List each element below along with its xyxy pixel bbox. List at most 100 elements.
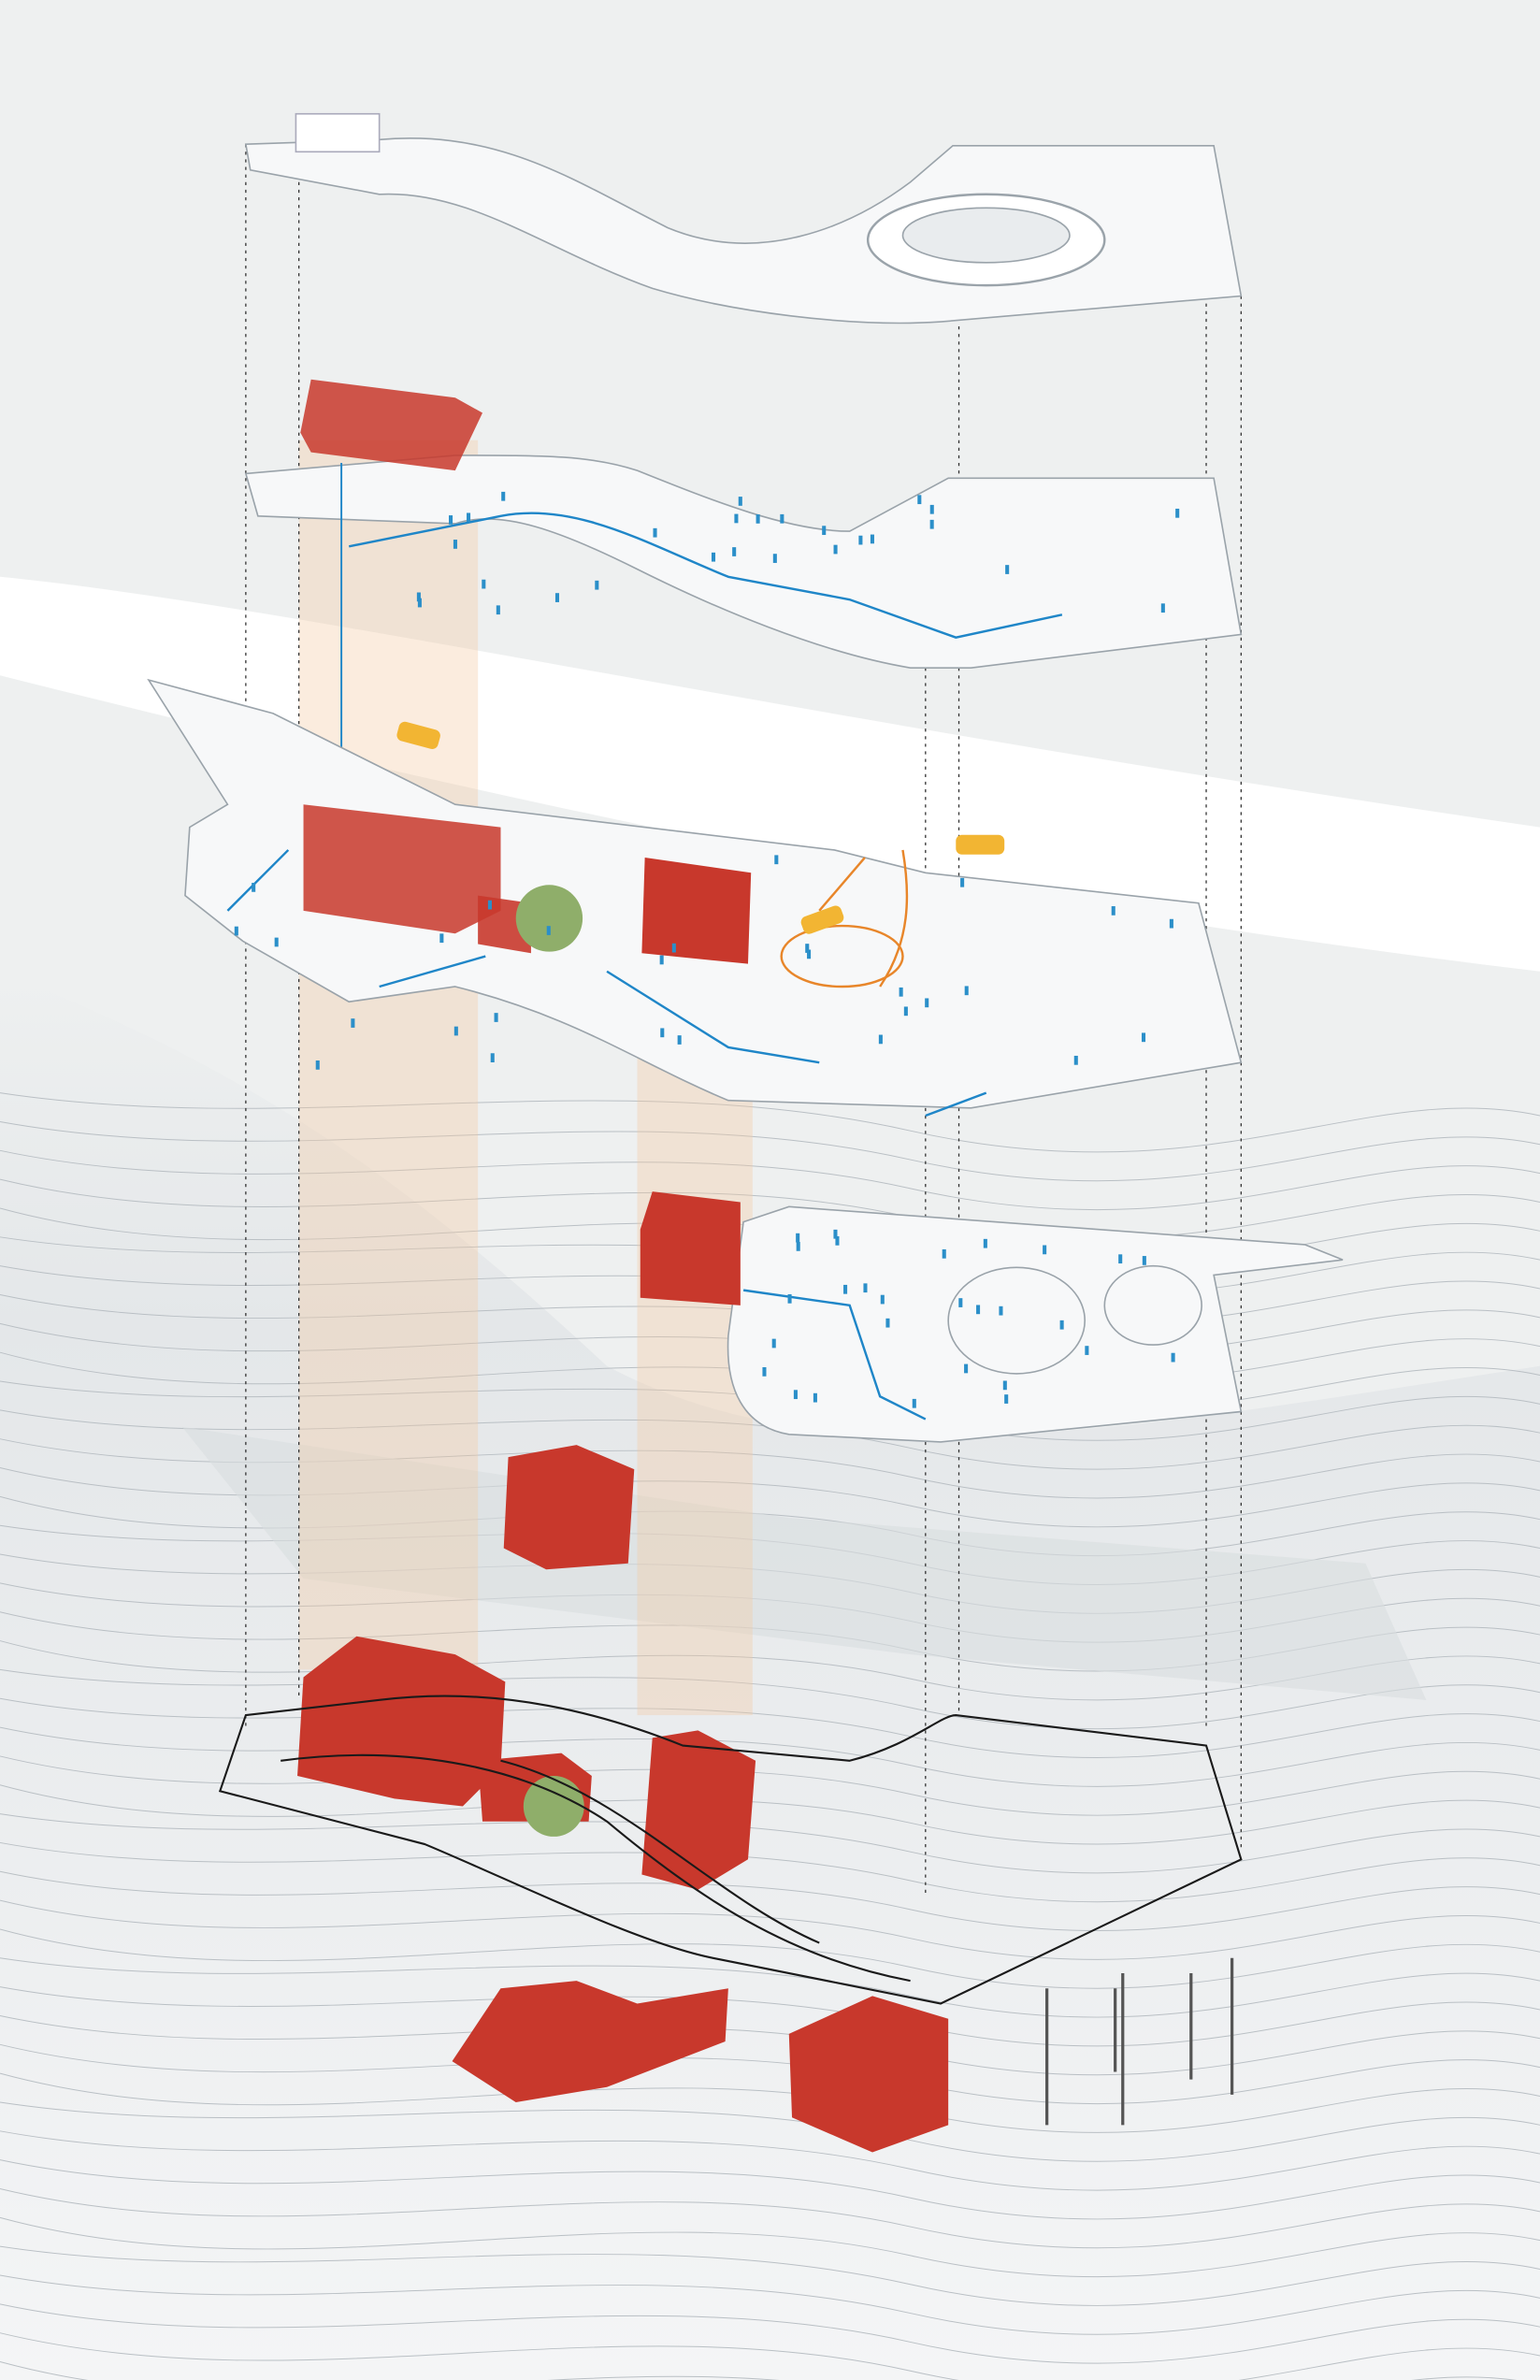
person-figure [793,1390,798,1400]
contour-line [0,2303,1540,2364]
person-figure [1059,1320,1064,1330]
person-figure [880,1294,885,1305]
person-figure [711,552,716,562]
person-figure [756,514,760,524]
person-figure [671,943,676,953]
contour-line [0,2188,1540,2249]
contour-line [0,1957,1540,2018]
person-figure [805,944,810,953]
heritage-building [452,1981,728,2102]
office-level [244,379,1243,805]
person-figure [1142,1256,1146,1265]
person-figure [885,1318,890,1328]
person-figure [1175,508,1180,518]
contour-line [0,2274,1540,2335]
heritage-building [503,1445,635,1570]
person-figure [925,998,929,1008]
person-figure [494,1013,498,1022]
contour-line [0,1726,1540,1787]
person-figure [807,949,812,959]
office-plate [244,454,1243,669]
lower-circulation-path [742,1289,927,1421]
vehicle-path [818,849,909,988]
taxi [800,905,844,934]
person-figure [439,933,444,944]
auditorium [947,1266,1087,1375]
person-figure [734,513,739,524]
person-figure [274,937,279,947]
office-circulation-path [348,512,1063,639]
person-figure [796,1233,800,1243]
person-figure [863,1283,868,1293]
contour-line [0,1409,1540,1470]
person-figure [1160,603,1165,613]
person-figure [1043,1245,1047,1255]
tree [515,885,583,952]
person-figure [595,580,599,590]
contour-line [0,2130,1540,2191]
person-figure [417,598,422,608]
track-inner [901,207,1071,264]
person-figure [1004,1394,1009,1404]
person-figure [482,579,486,589]
person-figure [677,1035,682,1045]
person-figure [787,1293,792,1304]
support-columns [1045,1957,1234,2126]
person-figure [416,592,421,602]
heritage-building [641,858,752,964]
person-figure [976,1305,981,1315]
person-figure [467,512,471,523]
auditorium [1103,1264,1202,1346]
plaza-circulation-path [226,849,987,1118]
contour-line [0,1841,1540,1903]
taxi [396,721,440,749]
person-figure [870,534,874,544]
person-figure [917,495,922,505]
person-figure [554,593,559,602]
person-figure [942,1248,946,1259]
person-figure [929,504,934,514]
person-figure [660,1028,665,1038]
contour-line [0,2332,1540,2380]
person-figure [999,1305,1003,1316]
contour-line [0,1149,1540,1211]
person-figure [899,987,903,997]
contour-line [0,1668,1540,1730]
person-figure [903,1006,908,1017]
person-figure [453,540,457,549]
contour-line [0,1092,1540,1153]
person-figure [822,526,827,536]
person-figure [929,519,934,529]
person-figure [487,900,492,910]
contour-line [0,1870,1540,1932]
person-figure [1073,1055,1078,1065]
lower-level [640,1191,1344,1443]
person-figure [496,605,500,615]
person-figure [858,535,863,545]
person-figure [796,1242,800,1251]
person-figure [738,497,742,506]
site-outline [218,1695,1243,2005]
person-figure [771,1338,776,1349]
person-figure [351,1018,355,1028]
taxi [956,834,1005,855]
contour-line [0,1784,1540,1845]
plaza-level [147,678,1243,1118]
terrain-shadow [181,1426,1427,1700]
person-figure [958,1298,963,1307]
person-figure [653,527,657,538]
person-figure [659,955,664,965]
tree [523,1776,584,1837]
contour-line [0,1813,1540,1874]
person-figure [813,1392,817,1403]
person-figure [732,547,737,556]
people-figures [234,491,1180,1408]
heritage-building [788,1996,949,2153]
person-figure [960,877,965,887]
heritage-building [300,379,483,471]
person-figure [490,1053,495,1062]
contour-line [0,2216,1540,2278]
light-column [298,440,479,1670]
contour-line [0,2159,1540,2220]
